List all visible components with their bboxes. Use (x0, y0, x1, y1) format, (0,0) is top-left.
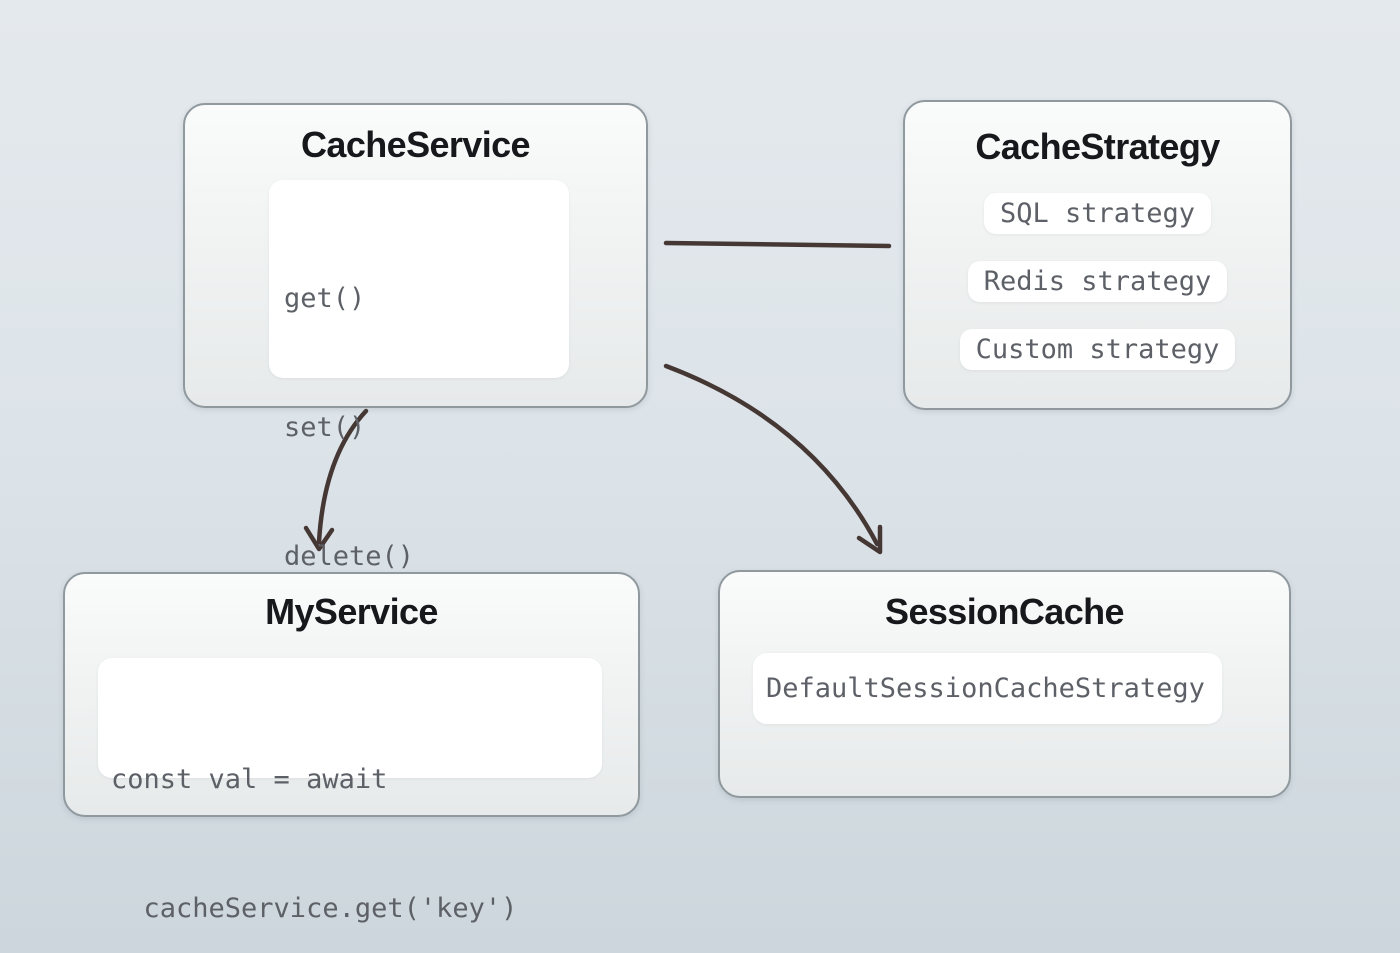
code-line-cacheservice-get: cacheService.get('key') (111, 893, 518, 924)
code-line-const: const val = await (111, 764, 388, 795)
node-cachestrategy-title: CacheStrategy (975, 126, 1220, 167)
edge-cacheservice-sessioncache (663, 363, 880, 547)
cacheservice-methods-panel: get() set() delete() invalidateTags() (269, 180, 569, 701)
node-sessioncache-title: SessionCache (885, 591, 1125, 632)
node-cacheservice-title: CacheService (301, 124, 531, 165)
node-myservice: MyService const val = await cacheService… (63, 572, 640, 924)
default-session-cache-strategy: DefaultSessionCacheStrategy (766, 673, 1205, 704)
node-myservice-title: MyService (265, 591, 438, 632)
edge-cacheservice-cachestrategy (663, 240, 892, 249)
strategy-pill-stack: SQL strategy Redis strategy Custom strat… (905, 193, 1290, 370)
pill-redis-strategy: Redis strategy (967, 261, 1228, 302)
arrowhead-sessioncache-icon (856, 524, 883, 555)
sessioncache-strategy-panel: DefaultSessionCacheStrategy (753, 653, 1222, 724)
pill-sql-strategy: SQL strategy (983, 193, 1212, 234)
node-cacheservice: CacheService get() set() delete() invali… (183, 103, 648, 701)
node-cachestrategy: CacheStrategy SQL strategy Redis strateg… (903, 100, 1292, 410)
method-delete: delete() (284, 541, 415, 572)
node-sessioncache: SessionCache DefaultSessionCacheStrategy (718, 570, 1291, 798)
pill-custom-strategy: Custom strategy (959, 329, 1236, 370)
method-set: set() (284, 412, 366, 443)
myservice-code-panel: const val = await cacheService.get('key'… (98, 658, 602, 924)
method-get: get() (284, 283, 366, 314)
